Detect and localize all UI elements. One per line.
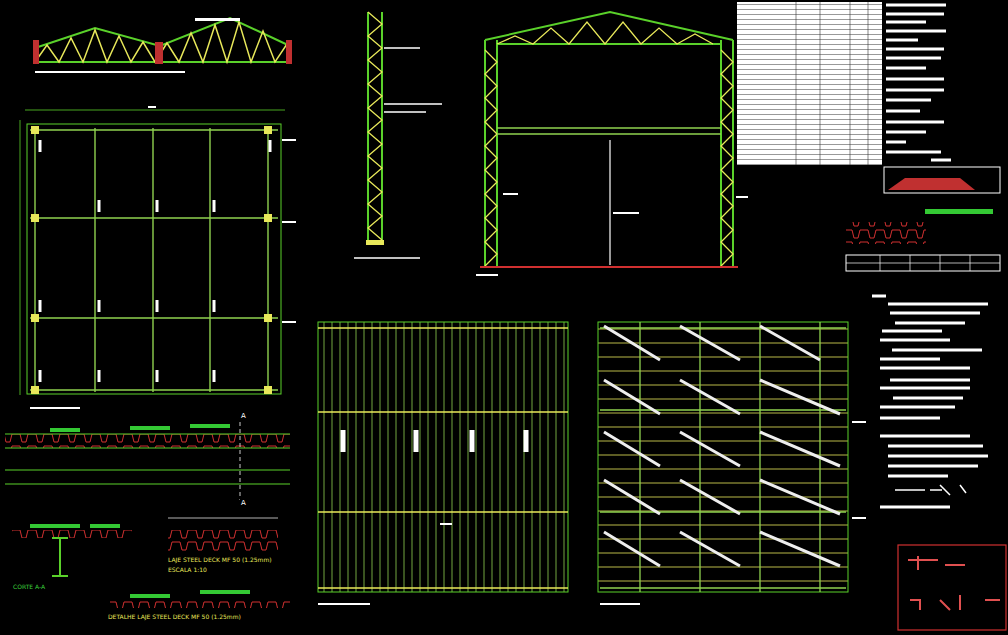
base-plate (366, 240, 384, 245)
mid-column (609, 140, 611, 265)
column-elevation (354, 12, 442, 258)
slab-deck (5, 434, 290, 448)
beam-tag (40, 140, 270, 382)
deck-profile (168, 530, 278, 552)
deck-detail (846, 222, 1000, 271)
note-bar (886, 5, 951, 160)
floor-beam (497, 128, 721, 134)
note-bar (130, 592, 250, 596)
beam-line (600, 322, 846, 592)
drawing-label: A (240, 412, 247, 420)
deck-plan (318, 322, 568, 604)
weld-symbol (895, 485, 966, 495)
drawing-label: DETALHE LAJE STEEL DECK MF 50 (1.25mm) (107, 614, 242, 621)
detail-frame (884, 167, 1000, 193)
note-bar (872, 296, 988, 507)
note-bar (195, 18, 240, 21)
bracing-plan (598, 322, 866, 604)
note-bar (30, 524, 120, 528)
drawing-label: ESCALA 1:10 (167, 567, 208, 574)
deck-layout (318, 322, 568, 592)
deck-table-grid (846, 255, 1000, 271)
detail-section (888, 178, 975, 190)
plan-grid (30, 128, 278, 392)
frame-member (485, 12, 733, 266)
deck-detail (110, 600, 290, 608)
section-cut (240, 422, 241, 500)
detail-frame (898, 545, 1006, 630)
notes-block (872, 296, 1006, 630)
column-marker (31, 126, 272, 394)
deck-profile (846, 222, 926, 244)
slab-section (5, 422, 290, 500)
title-bar (925, 209, 993, 214)
frame-lacing (485, 22, 733, 266)
column-lacing (368, 12, 382, 240)
leader-note (354, 48, 442, 258)
note-bar (600, 422, 866, 604)
dimension-line (168, 518, 278, 519)
slab-line (5, 434, 290, 484)
title-bar (35, 71, 185, 73)
portal-frame (476, 12, 748, 275)
table-rows (737, 2, 882, 165)
table-columns (796, 2, 868, 165)
connection-detail (908, 556, 1000, 610)
framing-plan (20, 107, 296, 408)
deck-tag (343, 430, 526, 452)
drawing-label: A (240, 499, 247, 507)
note-bar (318, 524, 452, 604)
note-bar (476, 194, 748, 275)
deck-on-beam (12, 530, 132, 538)
column-chord (368, 12, 382, 240)
roof-truss-elevation (33, 18, 292, 72)
drawing-label: LAJE STEEL DECK MF 50 (1.25mm) (167, 557, 273, 564)
bracing (604, 326, 840, 566)
drawing-label: CORTE A-A (12, 584, 46, 591)
note-bar (50, 426, 230, 430)
table-ground (737, 2, 882, 165)
beam-detail (12, 518, 290, 608)
plan-outline (27, 124, 281, 394)
steel-beam (52, 538, 68, 576)
ground-line (480, 266, 738, 268)
truss-support (33, 40, 292, 64)
purlin-layout (598, 322, 848, 592)
dimension-line (20, 110, 285, 395)
beam-line (318, 328, 568, 588)
note-bar (30, 107, 296, 408)
material-table (737, 2, 1000, 214)
deck-table (846, 255, 1000, 271)
